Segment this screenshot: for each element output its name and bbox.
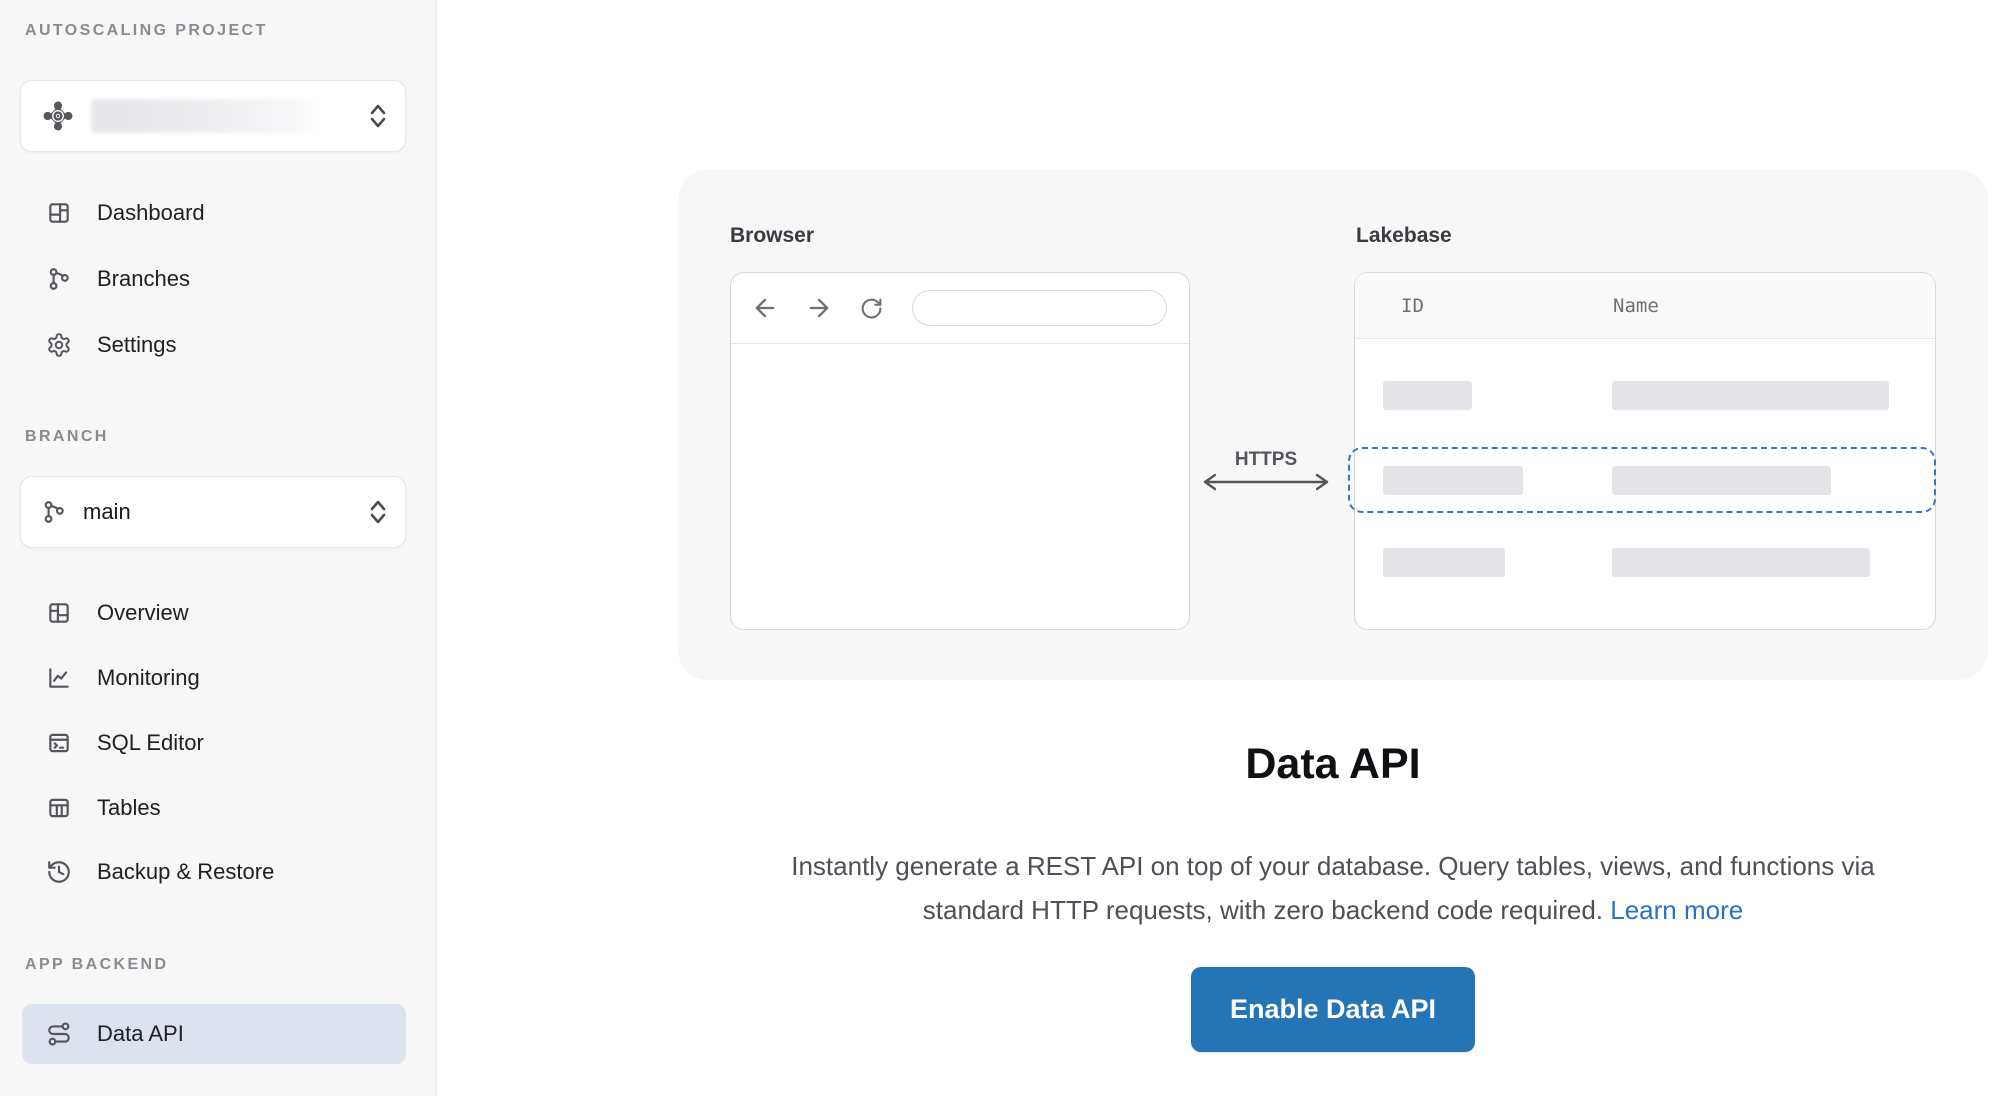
sidebar-item-data-api[interactable]: Data API xyxy=(22,1004,406,1064)
history-icon xyxy=(48,861,70,883)
placeholder-bar xyxy=(1612,381,1889,410)
browser-window-mock xyxy=(730,272,1190,630)
chevron-up-down-icon xyxy=(370,500,386,524)
reload-icon xyxy=(861,298,882,318)
placeholder-bar xyxy=(1612,466,1831,495)
sidebar-item-label: SQL Editor xyxy=(97,730,204,755)
browser-mock-label: Browser xyxy=(730,224,815,247)
branches-icon xyxy=(49,268,69,290)
back-arrow-icon xyxy=(755,298,775,318)
section-label-project: AUTOSCALING PROJECT xyxy=(25,22,268,39)
sidebar-item-label: Tables xyxy=(97,795,161,820)
sidebar-item-label: Branches xyxy=(97,266,190,291)
https-double-arrow-icon xyxy=(1203,473,1329,491)
sidebar-item-backup-restore[interactable]: Backup & Restore xyxy=(22,842,406,902)
column-header-id: ID xyxy=(1401,294,1424,317)
https-label: HTTPS xyxy=(1234,449,1298,470)
sidebar-item-sql-editor[interactable]: SQL Editor xyxy=(22,713,406,773)
forward-arrow-icon xyxy=(809,298,829,318)
project-name-redacted xyxy=(91,99,323,133)
learn-more-link[interactable]: Learn more xyxy=(1610,895,1744,925)
project-icon xyxy=(43,101,73,131)
sidebar-item-label: Overview xyxy=(97,600,189,625)
column-header-name: Name xyxy=(1613,294,1659,317)
sidebar: AUTOSCALING PROJECT xyxy=(0,0,437,1096)
sidebar-item-overview[interactable]: Overview xyxy=(22,583,406,643)
enable-data-api-button[interactable]: Enable Data API xyxy=(1191,967,1475,1052)
placeholder-bar xyxy=(1383,381,1472,410)
sidebar-item-label: Data API xyxy=(97,1021,184,1046)
placeholder-bar xyxy=(1383,548,1505,577)
monitoring-icon xyxy=(49,668,69,688)
sidebar-item-branches[interactable]: Branches xyxy=(22,249,406,309)
section-label-app-backend: APP BACKEND xyxy=(25,956,169,973)
sidebar-item-label: Backup & Restore xyxy=(97,859,275,884)
sidebar-item-label: Dashboard xyxy=(97,200,205,225)
lakebase-table-header: ID Name xyxy=(1355,273,1935,339)
chevron-up-down-icon xyxy=(370,104,386,128)
sidebar-item-settings[interactable]: Settings xyxy=(22,315,406,375)
sidebar-item-label: Monitoring xyxy=(97,665,200,690)
tables-icon xyxy=(49,798,69,818)
sidebar-item-tables[interactable]: Tables xyxy=(22,778,406,838)
branch-selector[interactable]: main xyxy=(20,476,406,548)
lakebase-mock-label: Lakebase xyxy=(1356,224,1452,247)
sidebar-item-label: Settings xyxy=(97,332,177,357)
section-label-branch: BRANCH xyxy=(25,428,109,445)
placeholder-bar xyxy=(1383,466,1523,495)
description-line1: Instantly generate a REST API on top of … xyxy=(791,851,1875,881)
branch-icon xyxy=(44,501,64,523)
overview-icon xyxy=(49,603,69,623)
gear-icon xyxy=(48,333,70,357)
placeholder-bar xyxy=(1612,548,1870,577)
page-title: Data API xyxy=(1245,740,1421,788)
route-icon xyxy=(48,1022,70,1046)
sidebar-item-dashboard[interactable]: Dashboard xyxy=(22,183,406,243)
project-selector[interactable] xyxy=(20,80,406,152)
description-line2: standard HTTP requests, with zero backen… xyxy=(922,895,1603,925)
browser-toolbar-mock xyxy=(731,273,1189,344)
sidebar-item-monitoring[interactable]: Monitoring xyxy=(22,648,406,708)
url-field-mock xyxy=(912,290,1167,326)
highlighted-row-outline xyxy=(1348,447,1936,513)
dashboard-icon xyxy=(49,203,69,223)
branch-selector-value: main xyxy=(83,499,131,524)
sql-editor-icon xyxy=(49,733,69,753)
page-description: Instantly generate a REST API on top of … xyxy=(678,844,1988,932)
